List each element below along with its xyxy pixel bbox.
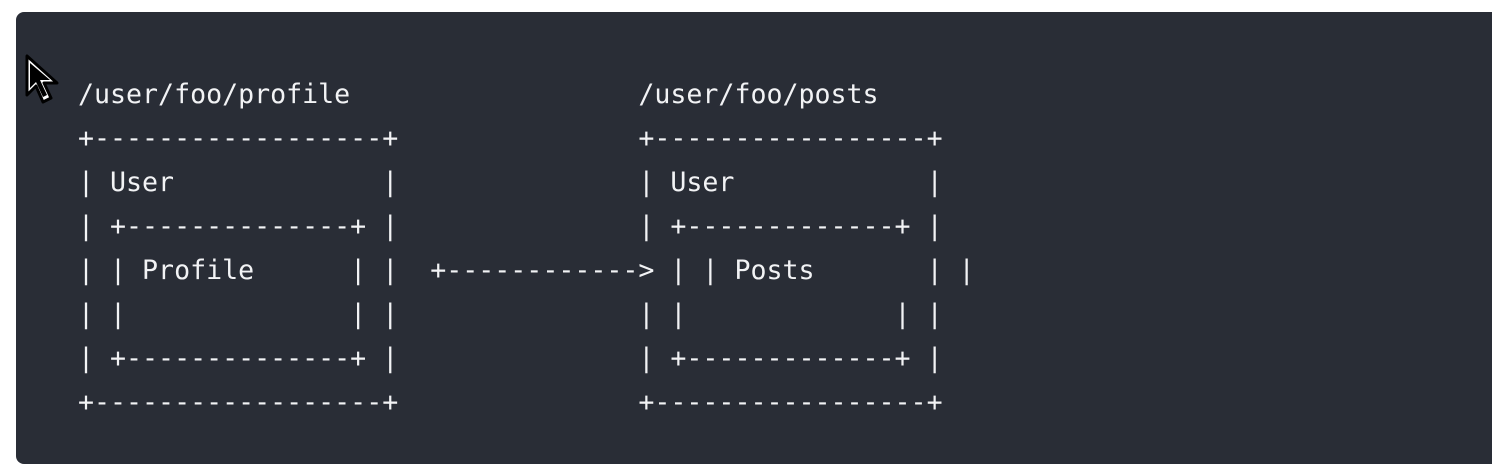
code-line-inner-body: | | | | | | | | bbox=[78, 299, 943, 330]
code-line-child-labels-and-arrow: | | Profile | | +------------> | | Posts… bbox=[78, 255, 975, 286]
code-line-inner-top-border: | +--------------+ | | +-------------+ | bbox=[78, 211, 943, 242]
ascii-diagram: /user/foo/profile /user/foo/posts +------… bbox=[78, 73, 975, 425]
mouse-pointer-arrow-icon bbox=[25, 54, 59, 104]
code-line-routes: /user/foo/profile /user/foo/posts bbox=[78, 79, 879, 110]
code-block: /user/foo/profile /user/foo/posts +------… bbox=[16, 12, 1492, 464]
code-line-outer-top-border: +------------------+ +-----------------+ bbox=[78, 123, 943, 154]
code-line-inner-bottom-border: | +--------------+ | | +-------------+ | bbox=[78, 343, 943, 374]
code-line-outer-bottom-border: +------------------+ +-----------------+ bbox=[78, 387, 943, 418]
code-line-user-label: | User | | User | bbox=[78, 167, 943, 198]
